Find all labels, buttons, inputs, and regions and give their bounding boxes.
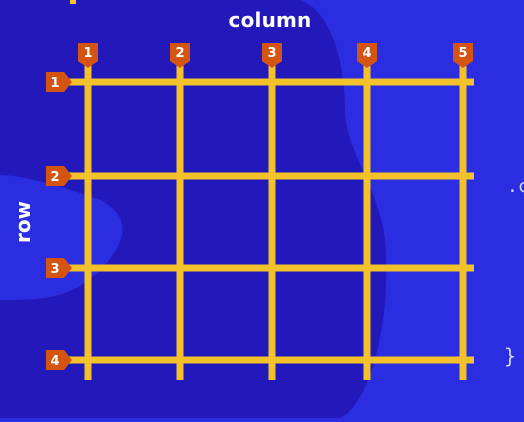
grid-column-line-5 bbox=[459, 60, 467, 380]
column-number-label: 5 bbox=[458, 46, 467, 61]
row-badge-2 bbox=[46, 166, 72, 186]
top-edge-tick bbox=[70, 0, 76, 4]
row-number-label: 1 bbox=[50, 76, 59, 91]
column-badge-1 bbox=[78, 43, 98, 68]
row-number-label: 4 bbox=[50, 354, 59, 369]
grid-column-line-4 bbox=[363, 60, 371, 380]
grid-column-line-3 bbox=[268, 60, 276, 380]
column-axis-label: column bbox=[228, 8, 312, 32]
code-snippet-brace: } bbox=[504, 344, 517, 368]
row-badge-1 bbox=[46, 72, 72, 92]
column-number-label: 4 bbox=[362, 46, 371, 61]
row-badge-3 bbox=[46, 258, 72, 278]
code-snippet-dot: .c bbox=[507, 176, 524, 197]
row-badge-4 bbox=[46, 350, 72, 370]
grid-row-line-4 bbox=[68, 356, 474, 364]
column-badge-5 bbox=[453, 43, 473, 68]
grid-column-line-1 bbox=[84, 60, 92, 380]
column-badge-3 bbox=[262, 43, 282, 68]
grid-row-line-3 bbox=[68, 264, 474, 272]
row-number-label: 3 bbox=[50, 262, 59, 277]
column-number-label: 2 bbox=[175, 46, 184, 61]
row-number-label: 2 bbox=[50, 170, 59, 185]
column-number-label: 1 bbox=[83, 46, 92, 61]
column-number-label: 3 bbox=[267, 46, 276, 61]
background-blob-shape bbox=[0, 0, 387, 418]
row-axis-label: row bbox=[11, 200, 35, 244]
grid-row-line-2 bbox=[68, 172, 474, 180]
column-badge-2 bbox=[170, 43, 190, 68]
grid-column-line-2 bbox=[176, 60, 184, 380]
grid-row-line-1 bbox=[68, 78, 474, 86]
column-badge-4 bbox=[357, 43, 377, 68]
